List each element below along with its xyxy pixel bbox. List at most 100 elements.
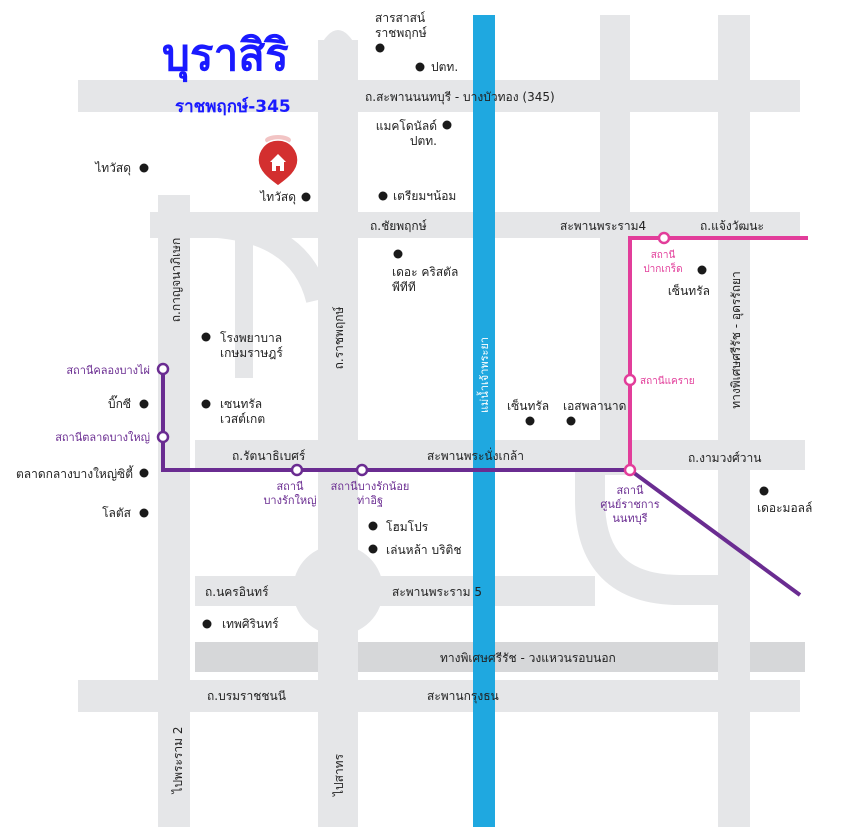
poi-central-mid: เซ็นทรัล [507,398,549,413]
poi-esplanade-dot [566,416,576,426]
poi-sarasas-dot [375,43,385,53]
poi-themall-dot [759,486,769,496]
poi-esplanade: เอสพลานาด [563,399,626,413]
label-to-rama2: ไปพระราม 2 [171,727,185,795]
home-icon [270,154,286,171]
label-road-chaengwattana: ถ.แจ้งวัฒนะ [700,219,764,233]
poi-mcd-2: ปตท. [410,134,437,148]
poi-themall: เดอะมอลล์ [757,501,812,515]
label-station-nonthaburi-civic-3: นนทบุรี [612,512,647,525]
poi-crystal-1: เดอะ คริสตัล [392,265,458,279]
project-location-marker [257,135,299,187]
label-road-boromma: ถ.บรมราชชนนี [207,689,286,703]
label-rama4-bridge: สะพานพระราม4 [560,219,646,233]
station-pak-kret-marker [657,231,671,245]
poi-homepro: โฮมโปร [386,520,429,534]
poi-market-city: ตลาดกลางบางใหญ่ซิตี้ [16,465,134,481]
label-station-bang-rak-noi-2: ท่าอิฐ [357,494,383,507]
poi-group: สารสาสน์ ราชพฤกษ์ ปตท. แมคโดนัลด์ ปตท. เ… [16,11,812,631]
poi-lenla-dot [368,544,378,554]
label-road-rattanathibet: ถ.รัตนาธิเบศร์ [232,449,306,463]
road-345 [78,80,800,112]
label-station-bang-rak-noi-1: สถานีบางรักน้อย [331,480,410,493]
label-road-ratchaphruek: ถ.ราชพฤกษ์ [332,306,346,369]
station-nonthaburi-civic-marker [623,463,637,477]
poi-central-right: เซ็นทรัล [668,283,710,298]
poi-theppharin: เทพศิรินทร์ [222,617,279,631]
poi-lenla: เล่นหล้า บริติช [386,543,461,557]
label-station-bang-rak-yai-1: สถานี [276,480,304,493]
poi-ptt-top-dot [415,62,425,72]
poi-thaiwatsadu-project: ไทวัสดุ [259,190,296,205]
label-station-khae-rai: สถานีแคราย [640,375,695,387]
poi-homepro-dot [368,521,378,531]
project-title: บุราสิริ [162,30,289,83]
road-curve-project [194,213,330,304]
station-talad-bang-yai-marker [156,430,170,444]
road-center-vertical [600,15,630,475]
label-road-345: ถ.สะพานนนทบุรี - บางบัวทอง (345) [365,90,555,105]
poi-mcd-dot [442,120,452,130]
label-station-talad-bang-yai: สถานีตลาดบางใหญ่ [55,431,150,444]
station-bang-rak-noi-marker [355,463,369,477]
label-road-nakhon-in: ถ.นครอินทร์ [205,585,269,599]
poi-bigc-dot [139,399,149,409]
poi-ptt-top: ปตท. [431,60,458,74]
poi-central-mid-dot [525,416,535,426]
poi-crystal-2: พีทีที [392,280,416,294]
poi-crystal-dot [393,249,403,259]
poi-mcd-1: แมคโดนัลด์ [376,119,437,133]
poi-hospital-dot [201,332,211,342]
label-station-nonthaburi-civic-1: สถานี [616,484,644,497]
label-station-pak-kret-2: ปากเกร็ด [643,261,682,275]
road-network [78,15,805,827]
roundabout [293,545,383,635]
poi-thaiwatsadu-left-dot [139,163,149,173]
poi-theppharin-dot [202,619,212,629]
poi-thaiwatsadu-left: ไทวัสดุ [94,161,131,176]
label-station-nonthaburi-civic-2: ศูนย์ราชการ [600,498,659,511]
poi-lotus-dot [139,508,149,518]
label-nangklao-bridge: สะพานพระนั่งเกล้า [427,447,524,463]
road-small-left [235,238,253,378]
poi-hospital-1: โรงพยาบาล [220,331,282,345]
poi-lotus: โลตัส [102,506,132,520]
road-nakhon-in [195,576,595,606]
poi-westgate-1: เซนทรัล [220,397,262,411]
road-outer-ring [195,642,805,672]
road-kanchanaphisek [158,195,190,827]
poi-bigc: บิ๊กซี [108,395,131,411]
poi-sarasas-1: สารสาสน์ [375,11,425,25]
poi-central-right-dot [697,265,707,275]
poi-westgate-2: เวสต์เกต [220,412,265,426]
road-expressway-right [718,15,750,827]
label-station-bang-rak-yai-2: บางรักใหญ่ [263,494,316,507]
label-to-sathon: ไปสาทร [332,753,346,797]
road-borommaratchachonnani [78,680,800,712]
station-khae-rai-marker [623,373,637,387]
river-label: แม่น้ำเจ้าพระยา [476,337,491,413]
poi-triam: เตรียมฯน้อม [393,189,456,203]
label-rama5-bridge: สะพานพระราม 5 [392,585,482,599]
poi-hospital-2: เกษมราษฎร์ [220,346,283,360]
label-expressway-right: ทางพิเศษศรีรัช - อุดรรัถยา [729,271,744,409]
road-curve-top [318,30,358,112]
poi-market-city-dot [139,468,149,478]
pink-line [628,236,808,470]
label-station-pak-kret-1: สถานี [651,249,676,261]
poi-triam-dot [378,191,388,201]
poi-sarasas-2: ราชพฤกษ์ [375,26,427,40]
poi-westgate-dot [201,399,211,409]
label-road-chaiyaphruek: ถ.ชัยพฤกษ์ [370,219,427,233]
label-outer-ring: ทางพิเศษศรีรัช - วงแหวนรอบนอก [440,651,616,665]
chao-phraya-river [473,15,495,827]
purple-line [161,368,802,597]
label-krungthon-bridge: สะพานกรุงธน [427,689,499,704]
road-curve-bottom-right [575,460,720,605]
station-khlong-bang-phai-marker [156,362,170,376]
road-ratchaphruek [318,40,358,827]
label-station-khlong-bang-phai: สถานีคลองบางไผ่ [66,364,150,377]
label-road-ngamwongwan: ถ.งามวงศ์วาน [688,451,761,465]
label-road-kanchanaphisek: ถ.กาญจนาภิเษก [169,238,183,322]
